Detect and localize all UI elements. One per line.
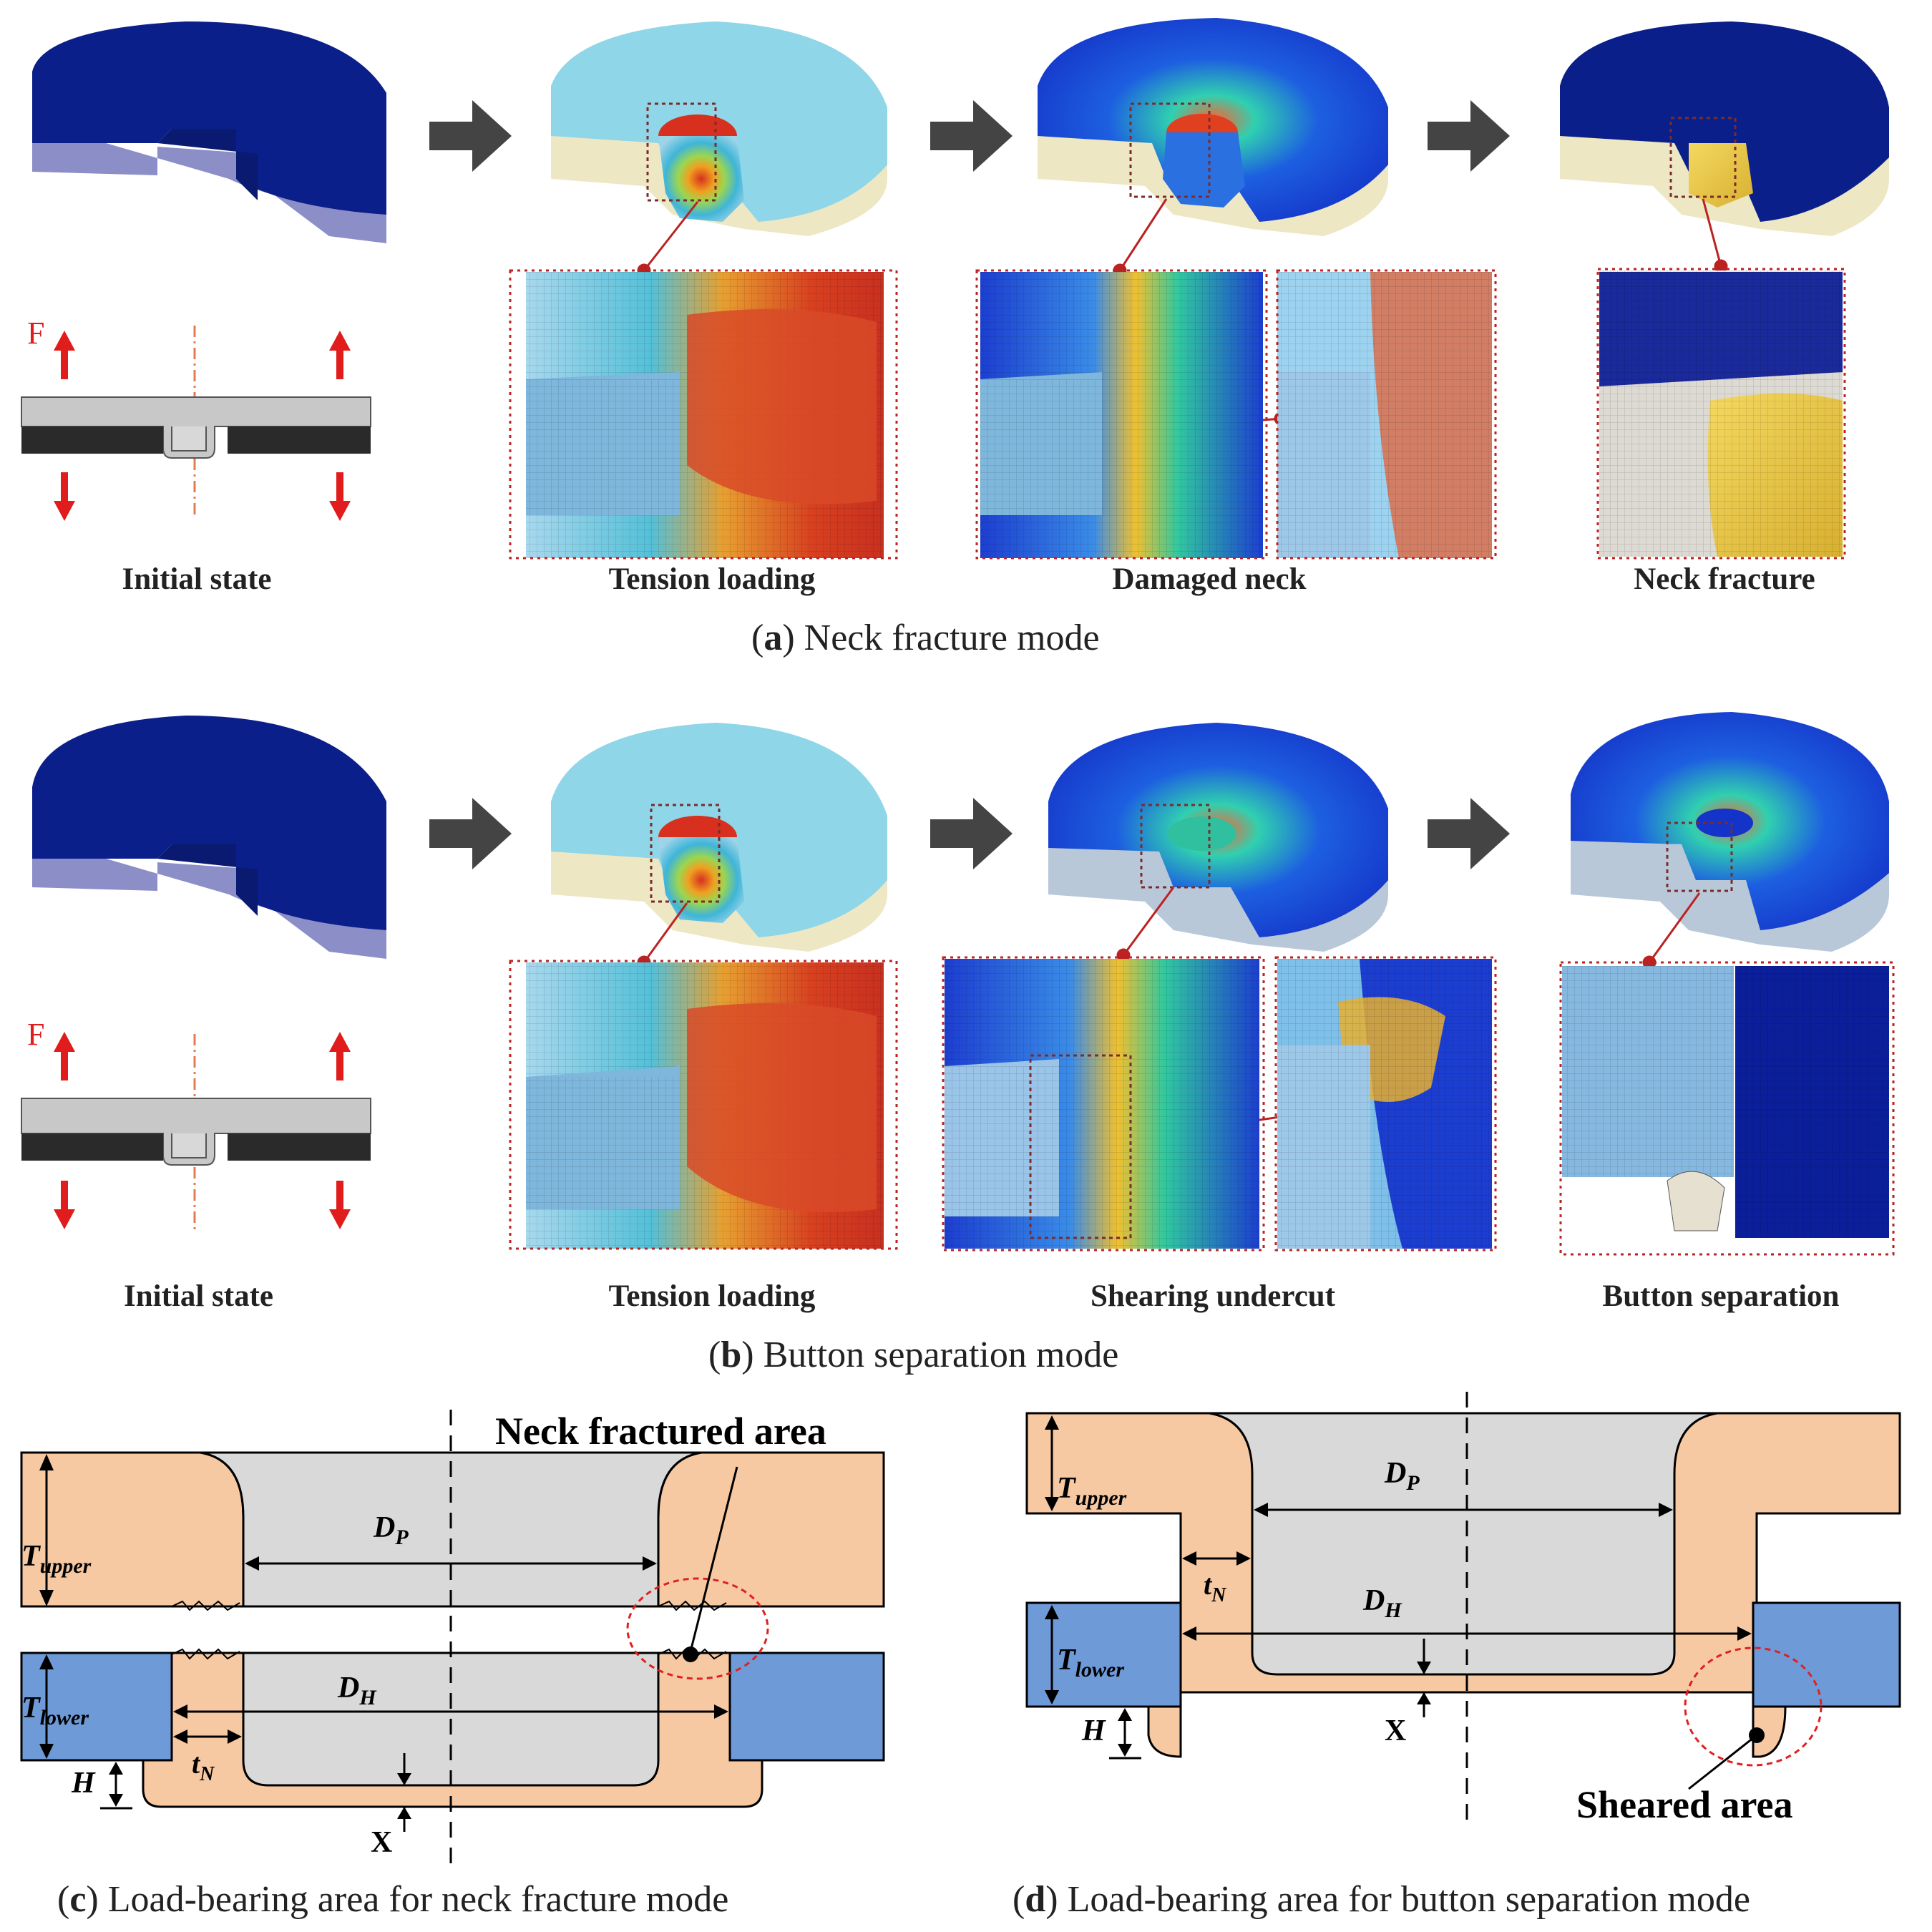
svg-text:DH: DH bbox=[1362, 1584, 1402, 1622]
zoom-damaged-a bbox=[975, 269, 1497, 560]
zoom-tension-a bbox=[509, 269, 898, 560]
force-label-a: F bbox=[27, 316, 44, 351]
stage-label-b-separation: Button separation bbox=[1602, 1279, 1840, 1313]
stage-arrows-a bbox=[429, 100, 1510, 172]
disk-damaged-a bbox=[1038, 18, 1388, 236]
disk-tension-b bbox=[551, 723, 887, 952]
svg-text:DP: DP bbox=[1384, 1457, 1420, 1495]
diagram-button-separation bbox=[1025, 1392, 1901, 1821]
svg-text:tN: tN bbox=[192, 1747, 215, 1785]
joint-schematic-a: F bbox=[21, 316, 371, 521]
caption-d: (d) Load-bearing area for button separat… bbox=[1013, 1879, 1750, 1920]
caption-b: (b) Button separation mode bbox=[708, 1335, 1119, 1375]
stage-label-a-tension: Tension loading bbox=[608, 562, 816, 596]
svg-text:Tlower: Tlower bbox=[21, 1692, 89, 1729]
disk-tension-a bbox=[551, 21, 887, 236]
svg-text:DH: DH bbox=[337, 1672, 377, 1709]
callout-neck-fractured: Neck fractured area bbox=[495, 1410, 826, 1453]
svg-text:tN: tN bbox=[1204, 1568, 1227, 1606]
svg-text:DP: DP bbox=[373, 1511, 409, 1549]
stage-arrows-b bbox=[429, 798, 1510, 869]
stage-label-a-fracture: Neck fracture bbox=[1634, 562, 1815, 596]
svg-text:Tupper: Tupper bbox=[21, 1540, 92, 1578]
zoom-fracture-a bbox=[1596, 268, 1846, 560]
svg-text:H: H bbox=[1081, 1714, 1106, 1747]
disk-fracture-a bbox=[1560, 21, 1889, 236]
zoom-tension-b bbox=[509, 960, 898, 1250]
disk-separation-b bbox=[1571, 712, 1889, 952]
force-label-b: F bbox=[27, 1017, 44, 1052]
svg-text:H: H bbox=[71, 1767, 96, 1800]
callout-sheared-area: Sheared area bbox=[1576, 1783, 1792, 1826]
svg-text:Tupper: Tupper bbox=[1057, 1472, 1127, 1510]
svg-text:X: X bbox=[1385, 1714, 1406, 1747]
disk-initial-a bbox=[32, 21, 386, 243]
stage-label-a-damaged: Damaged neck bbox=[1112, 562, 1307, 596]
disk-shearing-b bbox=[1048, 723, 1388, 952]
zoom-separation-b bbox=[1559, 961, 1895, 1256]
caption-a: (a) Neck fracture mode bbox=[751, 618, 1100, 658]
stage-label-b-shearing: Shearing undercut bbox=[1090, 1279, 1336, 1313]
zoom-shearing-b bbox=[942, 956, 1497, 1252]
diagram-neck-fracture bbox=[20, 1410, 885, 1868]
caption-c: (c) Load-bearing area for neck fracture … bbox=[57, 1879, 729, 1920]
force-arrows-a bbox=[54, 331, 351, 521]
stage-label-b-tension: Tension loading bbox=[608, 1279, 816, 1313]
svg-text:X: X bbox=[371, 1826, 392, 1859]
svg-text:Tlower: Tlower bbox=[1057, 1644, 1124, 1682]
stage-label-a-initial: Initial state bbox=[122, 562, 272, 596]
joint-schematic-b: F bbox=[21, 1017, 371, 1231]
disk-initial-b bbox=[32, 716, 386, 959]
stage-label-b-initial: Initial state bbox=[123, 1279, 274, 1313]
force-arrows-b bbox=[54, 1032, 351, 1229]
